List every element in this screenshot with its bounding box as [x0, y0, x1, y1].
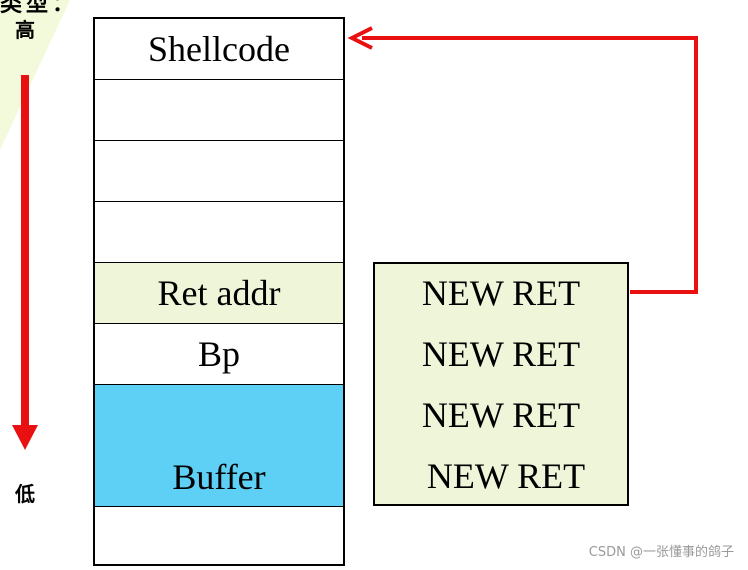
stack-cell-ret-addr: Ret addr: [95, 263, 343, 324]
high-address-label: 高: [15, 18, 35, 42]
stack-cell-empty: [95, 507, 343, 568]
stack-diagram: Shellcode Ret addr Bp Buffer: [93, 17, 345, 566]
new-ret-line: NEW RET: [421, 395, 581, 435]
new-ret-line: NEW RET: [426, 456, 586, 496]
stack-cell-empty: [95, 141, 343, 202]
stack-cell-buffer: Buffer: [95, 385, 343, 507]
watermark: CSDN @一张懂事的鸽子: [588, 545, 734, 560]
new-ret-line: NEW RET: [421, 273, 581, 313]
new-ret-line: NEW RET: [421, 334, 581, 374]
stack-cell-shellcode: Shellcode: [95, 19, 343, 80]
top-partial-text: 类型：: [0, 0, 79, 17]
stack-cell-empty: [95, 80, 343, 141]
low-address-label: 低: [15, 482, 35, 506]
new-ret-box: NEW RET NEW RET NEW RET NEW RET: [373, 262, 629, 506]
stack-cell-empty: [95, 202, 343, 263]
stack-cell-bp: Bp: [95, 324, 343, 385]
